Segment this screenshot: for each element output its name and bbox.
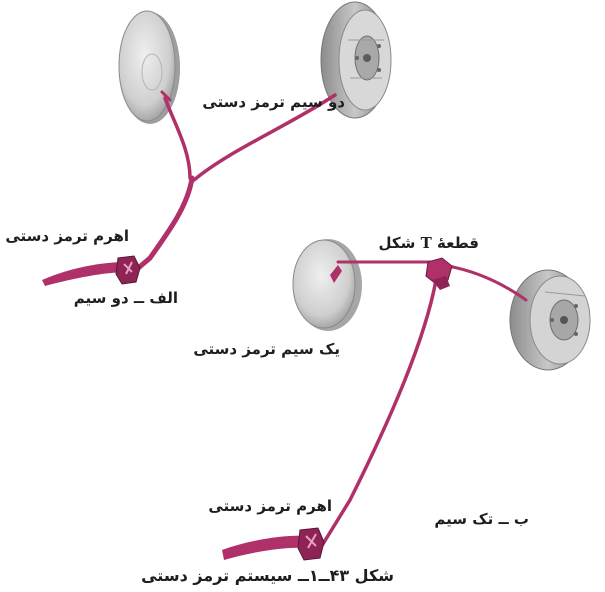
part-a-cables xyxy=(127,90,337,278)
part-b-assembly xyxy=(222,239,591,561)
part-b-lever xyxy=(222,527,325,561)
part-b-t-piece xyxy=(425,257,453,290)
part-b-subtitle: ب ــ تک سیم xyxy=(434,510,529,528)
t-piece-suffix: شکل xyxy=(378,234,416,252)
part-b-left-drum xyxy=(292,239,362,331)
part-b-lever-label: اهرم ترمز دستی xyxy=(208,497,332,515)
part-b-right-drum xyxy=(509,269,591,371)
part-a-subtitle: الف ــ دو سیم xyxy=(73,289,178,307)
part-a-right-drum xyxy=(320,1,392,119)
part-b-cables xyxy=(316,260,528,554)
part-a-cables-label: دو سیم ترمز دستی xyxy=(202,93,345,111)
t-piece-letter: T xyxy=(420,234,432,252)
part-b-t-piece-label: قطعهٔ T شکل xyxy=(378,236,479,251)
part-a-lever xyxy=(42,255,141,286)
part-b-cable-label: یک سیم ترمز دستی xyxy=(193,340,340,358)
part-a-assembly xyxy=(42,1,392,286)
part-a-lever-label: اهرم ترمز دستی xyxy=(5,227,129,245)
part-a-left-drum xyxy=(118,10,180,124)
t-piece-prefix: قطعهٔ xyxy=(437,234,479,252)
figure-caption: شکل ۴۳ــ۱ــ سیستم ترمز دستی xyxy=(141,566,394,585)
